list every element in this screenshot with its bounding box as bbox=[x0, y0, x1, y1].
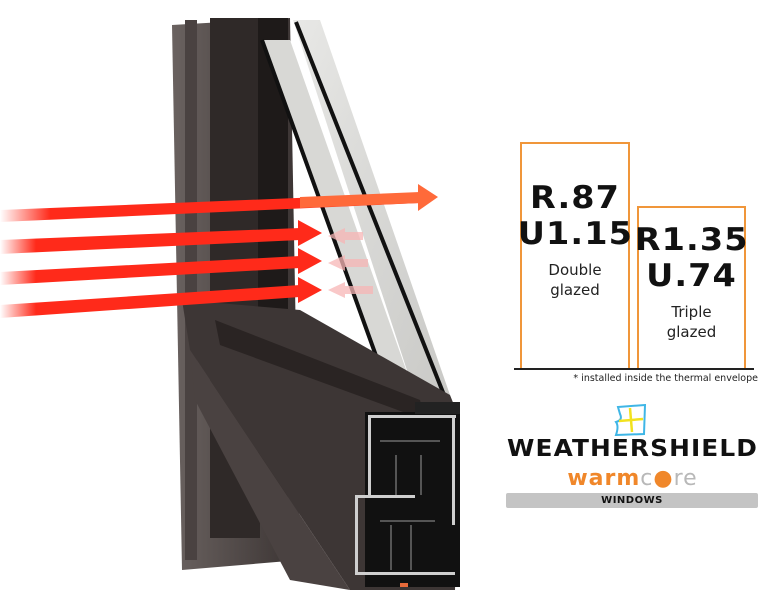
heat-arrows bbox=[0, 184, 438, 318]
dot-icon: ● bbox=[653, 466, 674, 491]
heat-arrow-incoming bbox=[0, 228, 300, 254]
window-frame-illustration bbox=[0, 18, 460, 590]
sub-brand-core: c●re bbox=[640, 466, 698, 491]
chart-baseline bbox=[514, 368, 754, 370]
window-logo-icon bbox=[613, 403, 649, 441]
rating-card-double-glazed: R.87 U1.15 Double glazed bbox=[518, 142, 632, 368]
heat-arrows-reflected bbox=[328, 228, 373, 298]
u-value: U1.15 bbox=[517, 216, 633, 252]
glazing-type-label: Double glazed bbox=[548, 261, 602, 299]
product-label: WINDOWS bbox=[506, 493, 758, 508]
r-value: R1.35 bbox=[634, 222, 749, 258]
brand-name: WEATHERSHIELD bbox=[507, 436, 758, 462]
rating-values: R1.35 U.74 bbox=[635, 222, 748, 294]
rating-values: R.87 U1.15 bbox=[518, 180, 632, 252]
footnote: * installed inside the thermal envelope bbox=[573, 373, 758, 384]
sub-brand-warm: warm bbox=[567, 466, 641, 491]
heat-arrow-incoming bbox=[0, 256, 300, 285]
glass-unit bbox=[260, 20, 452, 411]
frame-bottom-rail bbox=[182, 300, 460, 590]
rating-card-triple-glazed: R1.35 U.74 Triple glazed bbox=[635, 206, 748, 368]
u-value: U.74 bbox=[646, 258, 737, 294]
heat-arrow-incoming bbox=[0, 285, 300, 318]
r-value: R.87 bbox=[529, 180, 621, 216]
sub-brand: warmc●re bbox=[505, 466, 760, 491]
heat-arrow-passing bbox=[418, 184, 438, 211]
glazing-type-label: Triple glazed bbox=[666, 303, 717, 341]
